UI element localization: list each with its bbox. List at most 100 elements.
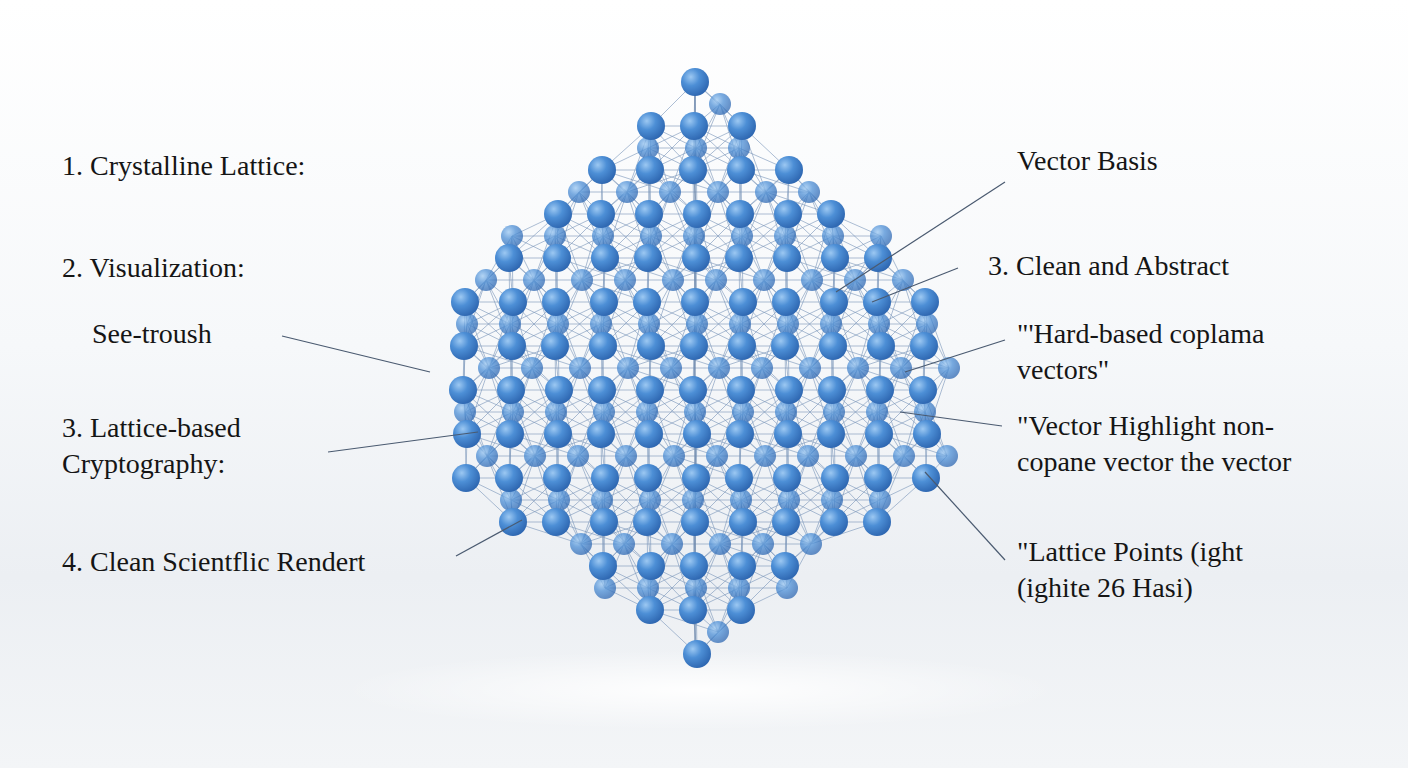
lattice-point (774, 420, 802, 448)
lattice-point (822, 225, 844, 247)
lattice-point (502, 401, 524, 423)
leader-line (282, 336, 430, 372)
lattice-point (821, 464, 849, 492)
lattice-point (685, 577, 707, 599)
lattice-point (771, 552, 799, 580)
lattice-point (730, 489, 752, 511)
lattice-point (545, 401, 567, 423)
lattice-point (681, 68, 709, 96)
lattice-point (916, 313, 938, 335)
lattice-point (705, 269, 727, 291)
lattice-point (680, 552, 708, 580)
lattice-point (476, 445, 498, 467)
lattice-point (936, 445, 958, 467)
lattice-point (478, 357, 500, 379)
lattice-point (707, 621, 729, 643)
lattice-point (633, 508, 661, 536)
lattice-point (679, 596, 707, 624)
lattice-point (683, 420, 711, 448)
lattice-point (589, 552, 617, 580)
leader-lines (282, 182, 1005, 560)
lattice-point (567, 445, 589, 467)
lattice-point (635, 420, 663, 448)
lattice-point (523, 269, 545, 291)
lattice-point (660, 357, 682, 379)
lattice-point (497, 376, 525, 404)
lattice-point (591, 464, 619, 492)
lattice-point (682, 464, 710, 492)
lattice-point (450, 332, 478, 360)
lattice-point (774, 225, 796, 247)
lattice-point (772, 288, 800, 316)
lattice-point (634, 464, 662, 492)
lattice-point (616, 181, 638, 203)
lattice-point (541, 332, 569, 360)
lattice-point (588, 376, 616, 404)
lattice-point (680, 332, 708, 360)
lattice-point (591, 244, 619, 272)
callout-label: 3. Clean and Abstract (988, 248, 1229, 284)
lattice-point (613, 533, 635, 555)
lattice-point (865, 420, 893, 448)
lattice-point (818, 376, 846, 404)
lattice-points (449, 68, 960, 668)
lattice-point (909, 376, 937, 404)
lattice-point (543, 244, 571, 272)
lattice-point (778, 489, 800, 511)
lattice-point (910, 332, 938, 360)
lattice-point (707, 181, 729, 203)
lattice-point (594, 577, 616, 599)
lattice-point (772, 508, 800, 536)
lattice-point (636, 156, 664, 184)
leader-line (872, 268, 958, 302)
lattice-point (542, 288, 570, 316)
lattice-point (914, 401, 936, 423)
lattice-point (913, 420, 941, 448)
lattice-point (500, 489, 522, 511)
lattice-point (521, 357, 543, 379)
lattice-point (639, 489, 661, 511)
lattice-point (543, 464, 571, 492)
lattice-point (495, 464, 523, 492)
lattice-point (726, 200, 754, 228)
lattice-point (547, 313, 569, 335)
lattice-point (593, 401, 615, 423)
lattice-point (732, 401, 754, 423)
callout-label: "'Hard-based coplama vectors" (1017, 316, 1327, 388)
lattice-point (863, 288, 891, 316)
lattice-point (456, 313, 478, 335)
lattice-point (681, 508, 709, 536)
lattice-point (729, 508, 757, 536)
lattice-point (640, 225, 662, 247)
lattice-point (727, 156, 755, 184)
lattice-point (686, 313, 708, 335)
lattice-point (728, 112, 756, 140)
lattice-point (617, 357, 639, 379)
lattice-point (633, 288, 661, 316)
lattice-point (820, 313, 842, 335)
lattice-point (496, 420, 524, 448)
lattice-point (495, 244, 523, 272)
lattice-point (615, 445, 637, 467)
leader-line (925, 472, 1005, 560)
lattice-point (863, 508, 891, 536)
callout-label: 4. Clean Scientflic Rendert (62, 544, 365, 580)
lattice-point (685, 137, 707, 159)
lattice-point (866, 401, 888, 423)
lattice-point (911, 288, 939, 316)
callout-label: 2. Visualization: (62, 250, 245, 286)
lattice-point (821, 489, 843, 511)
lattice-point (708, 357, 730, 379)
lattice-point (544, 200, 572, 228)
lattice-point (775, 156, 803, 184)
lattice-point (548, 489, 570, 511)
lattice-point (638, 313, 660, 335)
lattice-point (821, 244, 849, 272)
callout-label: "Vector Highlight non-copane vector the … (1017, 408, 1327, 480)
lattice-point (524, 445, 546, 467)
lattice-point (590, 288, 618, 316)
lattice-point (637, 552, 665, 580)
lattice-point (797, 445, 819, 467)
lattice-point (499, 508, 527, 536)
lattice-point (451, 288, 479, 316)
